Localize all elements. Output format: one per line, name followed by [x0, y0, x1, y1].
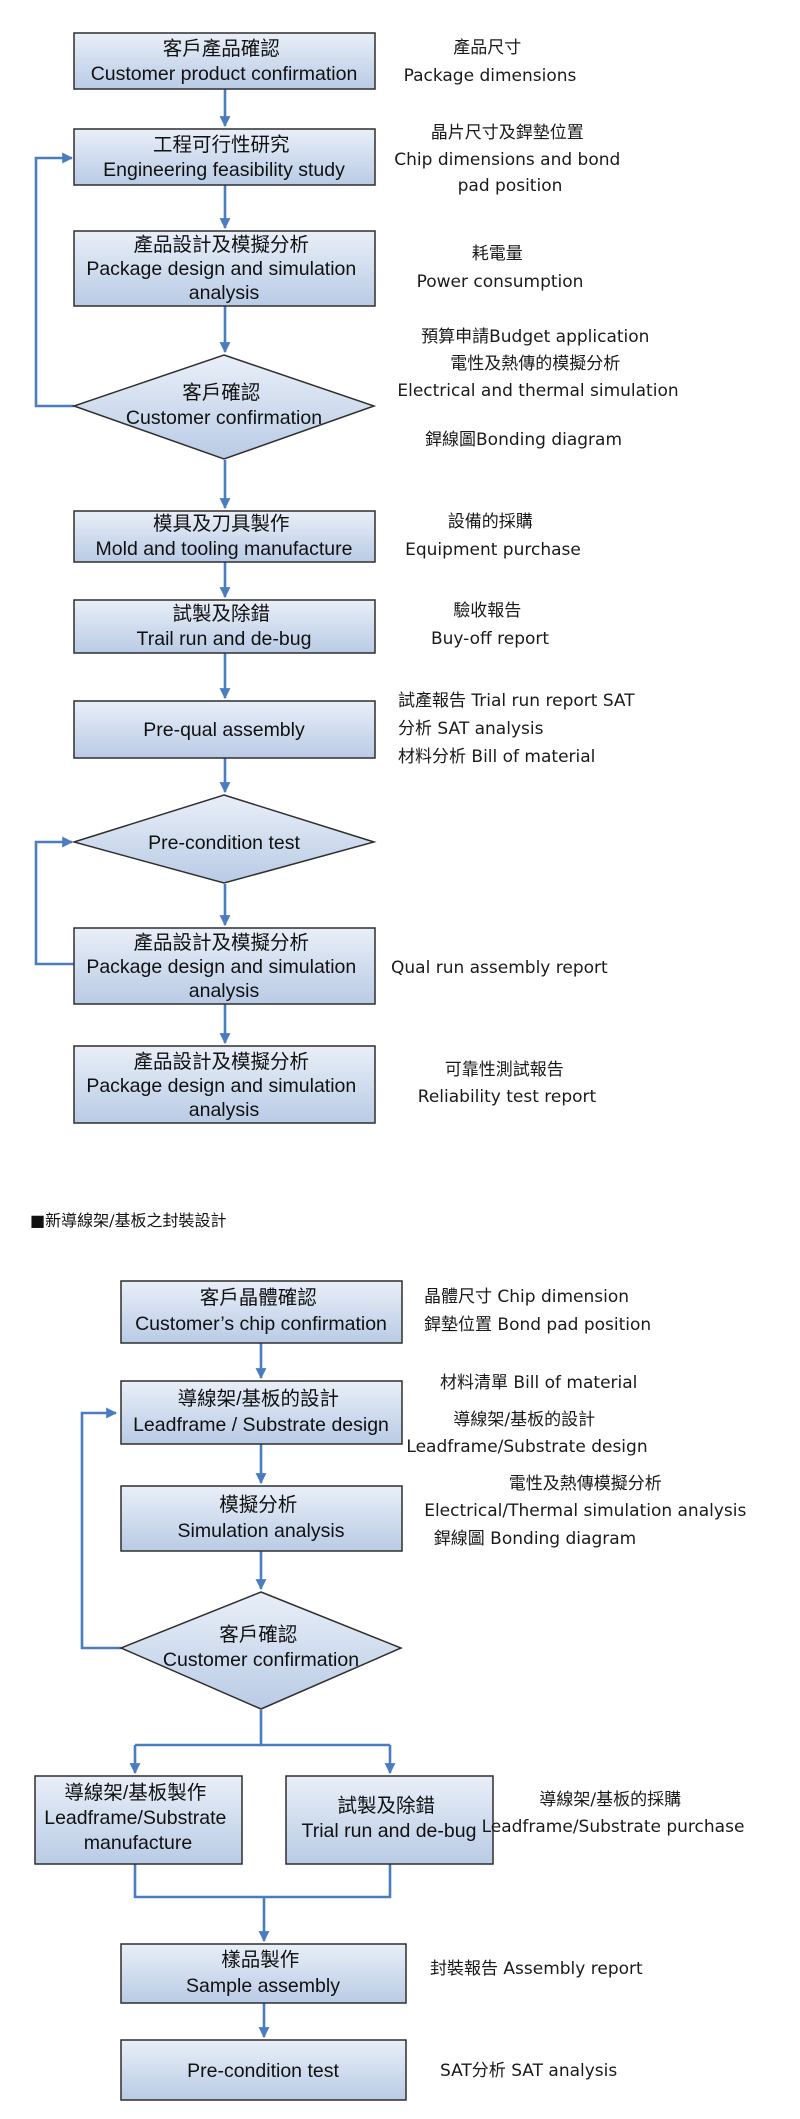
svg-text:工程可行性研究 Engineering feas: 工程可行性研究 Engineering feasibility study	[103, 134, 345, 181]
note-equipment-purchase: 設備的採購 Equipment purchase	[405, 512, 581, 560]
svg-text:導線架/基板的設計 Leadframe / Su: 導線架/基板的設計 Leadframe / Substrate design	[133, 1388, 389, 1436]
svg-text:客戶產品確認 Customer product: 客戶產品確認 Customer product confirmation	[91, 38, 358, 85]
box-simulation-analysis: 模擬分析 Simulation analysis	[120, 1485, 403, 1552]
note-trial-run-report: 試產報告 Trial run report SAT 分析 SAT analysi…	[398, 691, 640, 767]
svg-text:試製及除錯 Trial run and de-b: 試製及除錯 Trial run and de-bug	[302, 1795, 477, 1842]
box-trial-run-debug: 試製及除錯 Trail run and de-bug	[73, 599, 376, 654]
note-leadframe-substrate-design: 導線架/基板的設計 Leadframe/Substrate design	[406, 1410, 647, 1457]
box-package-design-simulation-3: 產品設計及模擬分析 Package design and simulation …	[73, 1045, 376, 1124]
note-electrical-thermal-simulation: 電性及熱傳模擬分析 Electrical/Thermal simulation …	[424, 1474, 752, 1549]
box-trial-run-debug-2: 試製及除錯 Trial run and de-bug	[285, 1775, 494, 1865]
diamond-precondition-test: Pre-condition test	[71, 794, 377, 884]
note-package-dimensions: 產品尺寸 Package dimensions	[404, 38, 577, 86]
box-package-design-simulation-2: 產品設計及模擬分析 Package design and simulation …	[73, 927, 376, 1005]
svg-text:客戶確認 Customer confirmati: 客戶確認 Customer confirmation	[163, 1624, 359, 1671]
box-leadframe-substrate-manufacture: 導線架/基板製作 Leadframe/Substrate manufacture	[34, 1775, 243, 1865]
note-bonding-diagram: 銲線圖Bonding diagram	[425, 430, 622, 450]
note-bill-of-material: 材料清單 Bill of material	[440, 1373, 637, 1393]
box-customers-chip-confirmation: 客戶晶體確認 Customer’s chip confirmation	[120, 1280, 403, 1344]
box-leadframe-substrate-design: 導線架/基板的設計 Leadframe / Substrate design	[120, 1380, 403, 1445]
note-qual-run-assembly-report: Qual run assembly report	[391, 958, 608, 978]
diamond-customer-confirmation: 客戶確認 Customer confirmation	[71, 354, 377, 460]
svg-text:模擬分析 Simulation analysis: 模擬分析 Simulation analysis	[178, 1494, 345, 1542]
svg-text:Pre-condition test: Pre-condition test	[148, 832, 300, 854]
box-package-design-simulation-1: 產品設計及模擬分析 Package design and simulation …	[73, 230, 376, 307]
box-customer-product-confirmation: 客戶產品確認 Customer product confirmation	[73, 32, 376, 90]
svg-text:客戶晶體確認 Customer’s chip c: 客戶晶體確認 Customer’s chip confirmation	[135, 1287, 387, 1335]
svg-text:Pre-condition test: Pre-condition test	[187, 2060, 339, 2082]
svg-text:Pre-qual assembly: Pre-qual assembly	[143, 719, 305, 741]
note-budget-simulation: 預算申請Budget application 電性及熱傳的模擬分析 Electr…	[397, 327, 678, 401]
svg-text:模具及刀具製作 Mold and tooling: 模具及刀具製作 Mold and tooling manufacture	[96, 513, 353, 560]
box-sample-assembly: 樣品製作 Sample assembly	[120, 1943, 407, 2004]
box-prequal-assembly: Pre-qual assembly	[73, 700, 376, 759]
note-assembly-report: 封裝報告 Assembly report	[430, 1959, 643, 1979]
svg-text:產品設計及模擬分析 Package design: 產品設計及模擬分析 Package design and simulation …	[86, 932, 361, 1002]
flow2-connectors	[80, 1343, 396, 2039]
diamond-customer-confirmation-2: 客戶確認 Customer confirmation	[119, 1591, 403, 1710]
svg-text:產品設計及模擬分析 Package design: 產品設計及模擬分析 Package design and simulation …	[86, 1051, 361, 1121]
flow1-connectors	[34, 89, 231, 1045]
note-chip-dimensions: 晶片尺寸及銲墊位置 Chip dimensions and bond pad p…	[394, 123, 625, 196]
svg-text:試製及除錯 Trail run and de-b: 試製及除錯 Trail run and de-bug	[137, 603, 312, 650]
note-chip-dimension-bond-pad: 晶體尺寸 Chip dimension 銲墊位置 Bond pad positi…	[424, 1287, 651, 1335]
note-power-consumption: 耗電量 Power consumption	[417, 244, 584, 292]
note-sat-analysis: SAT分析 SAT analysis	[440, 2061, 617, 2081]
box-mold-tooling-manufacture: 模具及刀具製作 Mold and tooling manufacture	[73, 510, 376, 563]
box-engineering-feasibility-study: 工程可行性研究 Engineering feasibility study	[73, 128, 376, 186]
note-leadframe-substrate-purchase: 導線架/基板的採購 Leadframe/Substrate purchase	[482, 1790, 745, 1837]
note-reliability-test-report: 可靠性測試報告 Reliability test report	[418, 1060, 597, 1107]
box-precondition-test-2: Pre-condition test	[120, 2039, 407, 2101]
svg-text:樣品製作 Sample assembly: 樣品製作 Sample assembly	[186, 1949, 340, 1997]
svg-text:導線架/基板製作 Leadframe/Subst: 導線架/基板製作 Leadframe/Substrate manufacture	[44, 1782, 232, 1854]
svg-text:產品設計及模擬分析 Package design: 產品設計及模擬分析 Package design and simulation …	[86, 234, 361, 304]
note-buyoff-report: 驗收報告 Buy-off report	[431, 601, 549, 649]
svg-text:客戶確認 Customer confirmati: 客戶確認 Customer confirmation	[126, 382, 322, 429]
section-title: ■新導線架/基板之封裝設計	[30, 1211, 227, 1230]
